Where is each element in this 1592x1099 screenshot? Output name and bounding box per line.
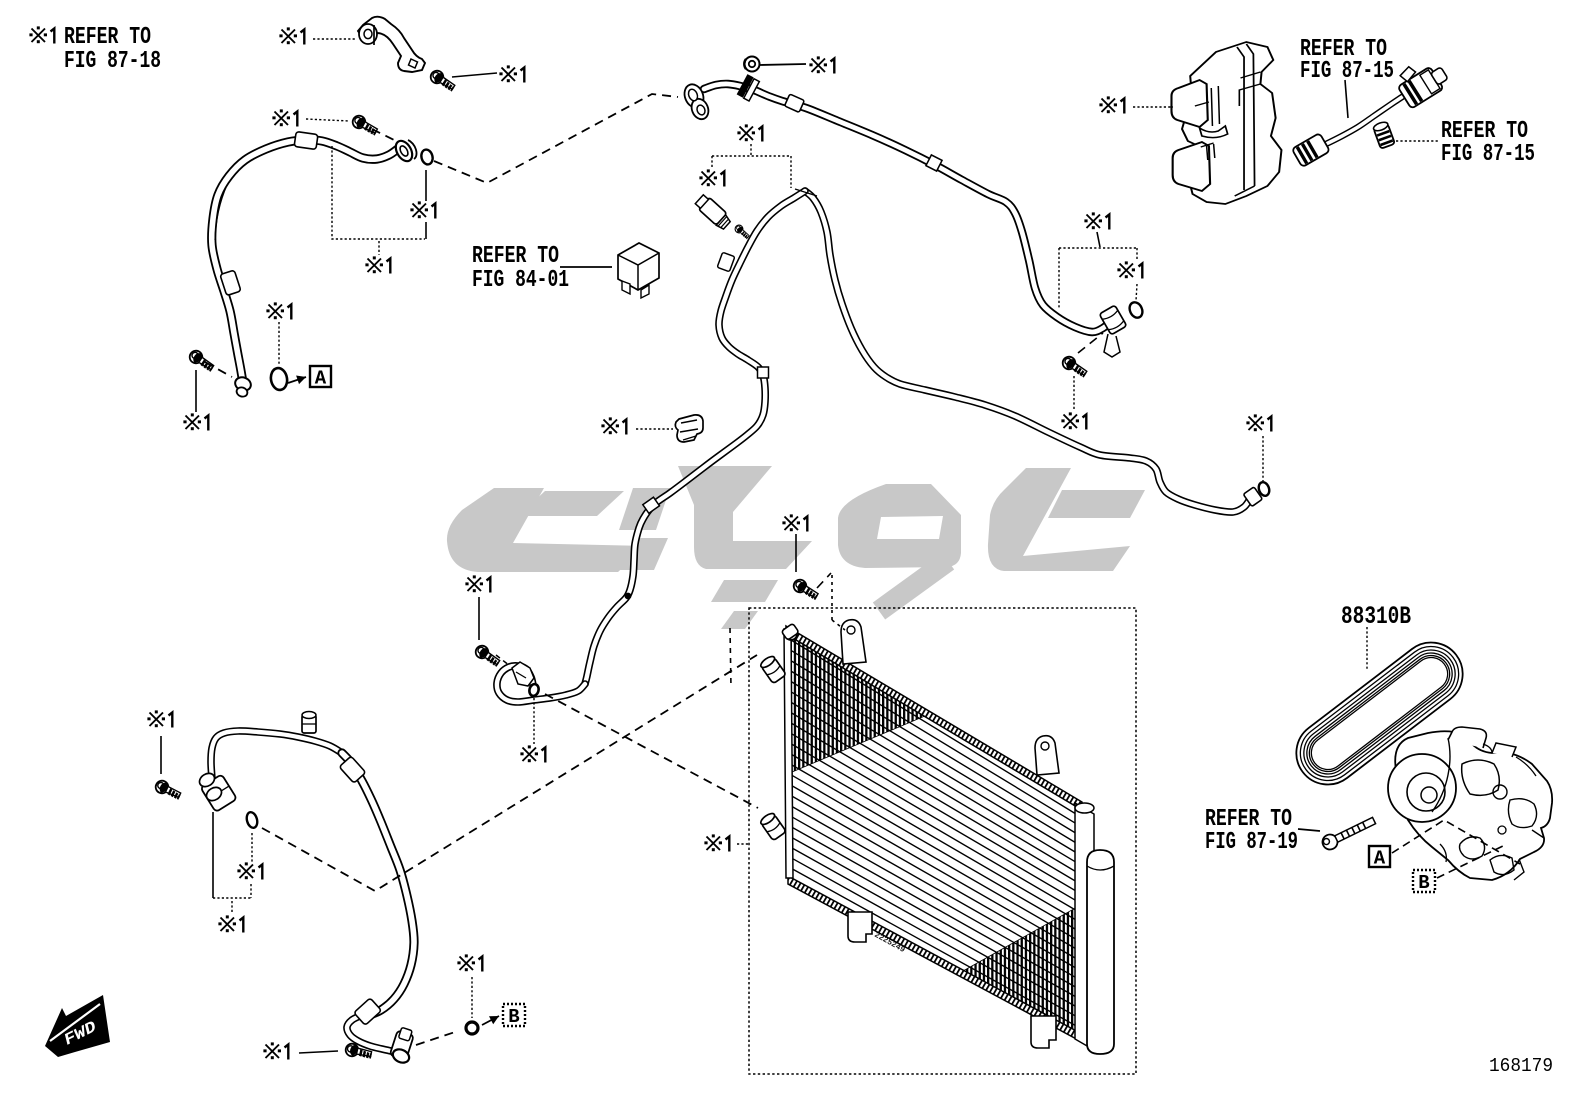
- svg-text:REFER TO: REFER TO: [472, 243, 559, 270]
- svg-text:168179: 168179: [1489, 1055, 1553, 1077]
- svg-text:REFER TO: REFER TO: [1441, 118, 1528, 145]
- svg-text:FIG 87-19: FIG 87-19: [1205, 829, 1298, 856]
- svg-text:88310B: 88310B: [1341, 602, 1411, 631]
- svg-text:B: B: [508, 1006, 519, 1028]
- svg-text:A: A: [1374, 848, 1386, 870]
- svg-text:FIG 87-15: FIG 87-15: [1441, 141, 1535, 168]
- svg-text:REFER TO: REFER TO: [1300, 36, 1387, 63]
- svg-text:A: A: [315, 368, 327, 390]
- svg-text:REFER TO: REFER TO: [64, 24, 151, 51]
- svg-text:FIG 87-15: FIG 87-15: [1300, 58, 1394, 85]
- svg-text:FIG 87-18: FIG 87-18: [64, 48, 161, 75]
- svg-text:B: B: [1418, 872, 1429, 894]
- svg-text:FIG 84-01: FIG 84-01: [472, 267, 569, 294]
- svg-text:REFER TO: REFER TO: [1205, 806, 1292, 833]
